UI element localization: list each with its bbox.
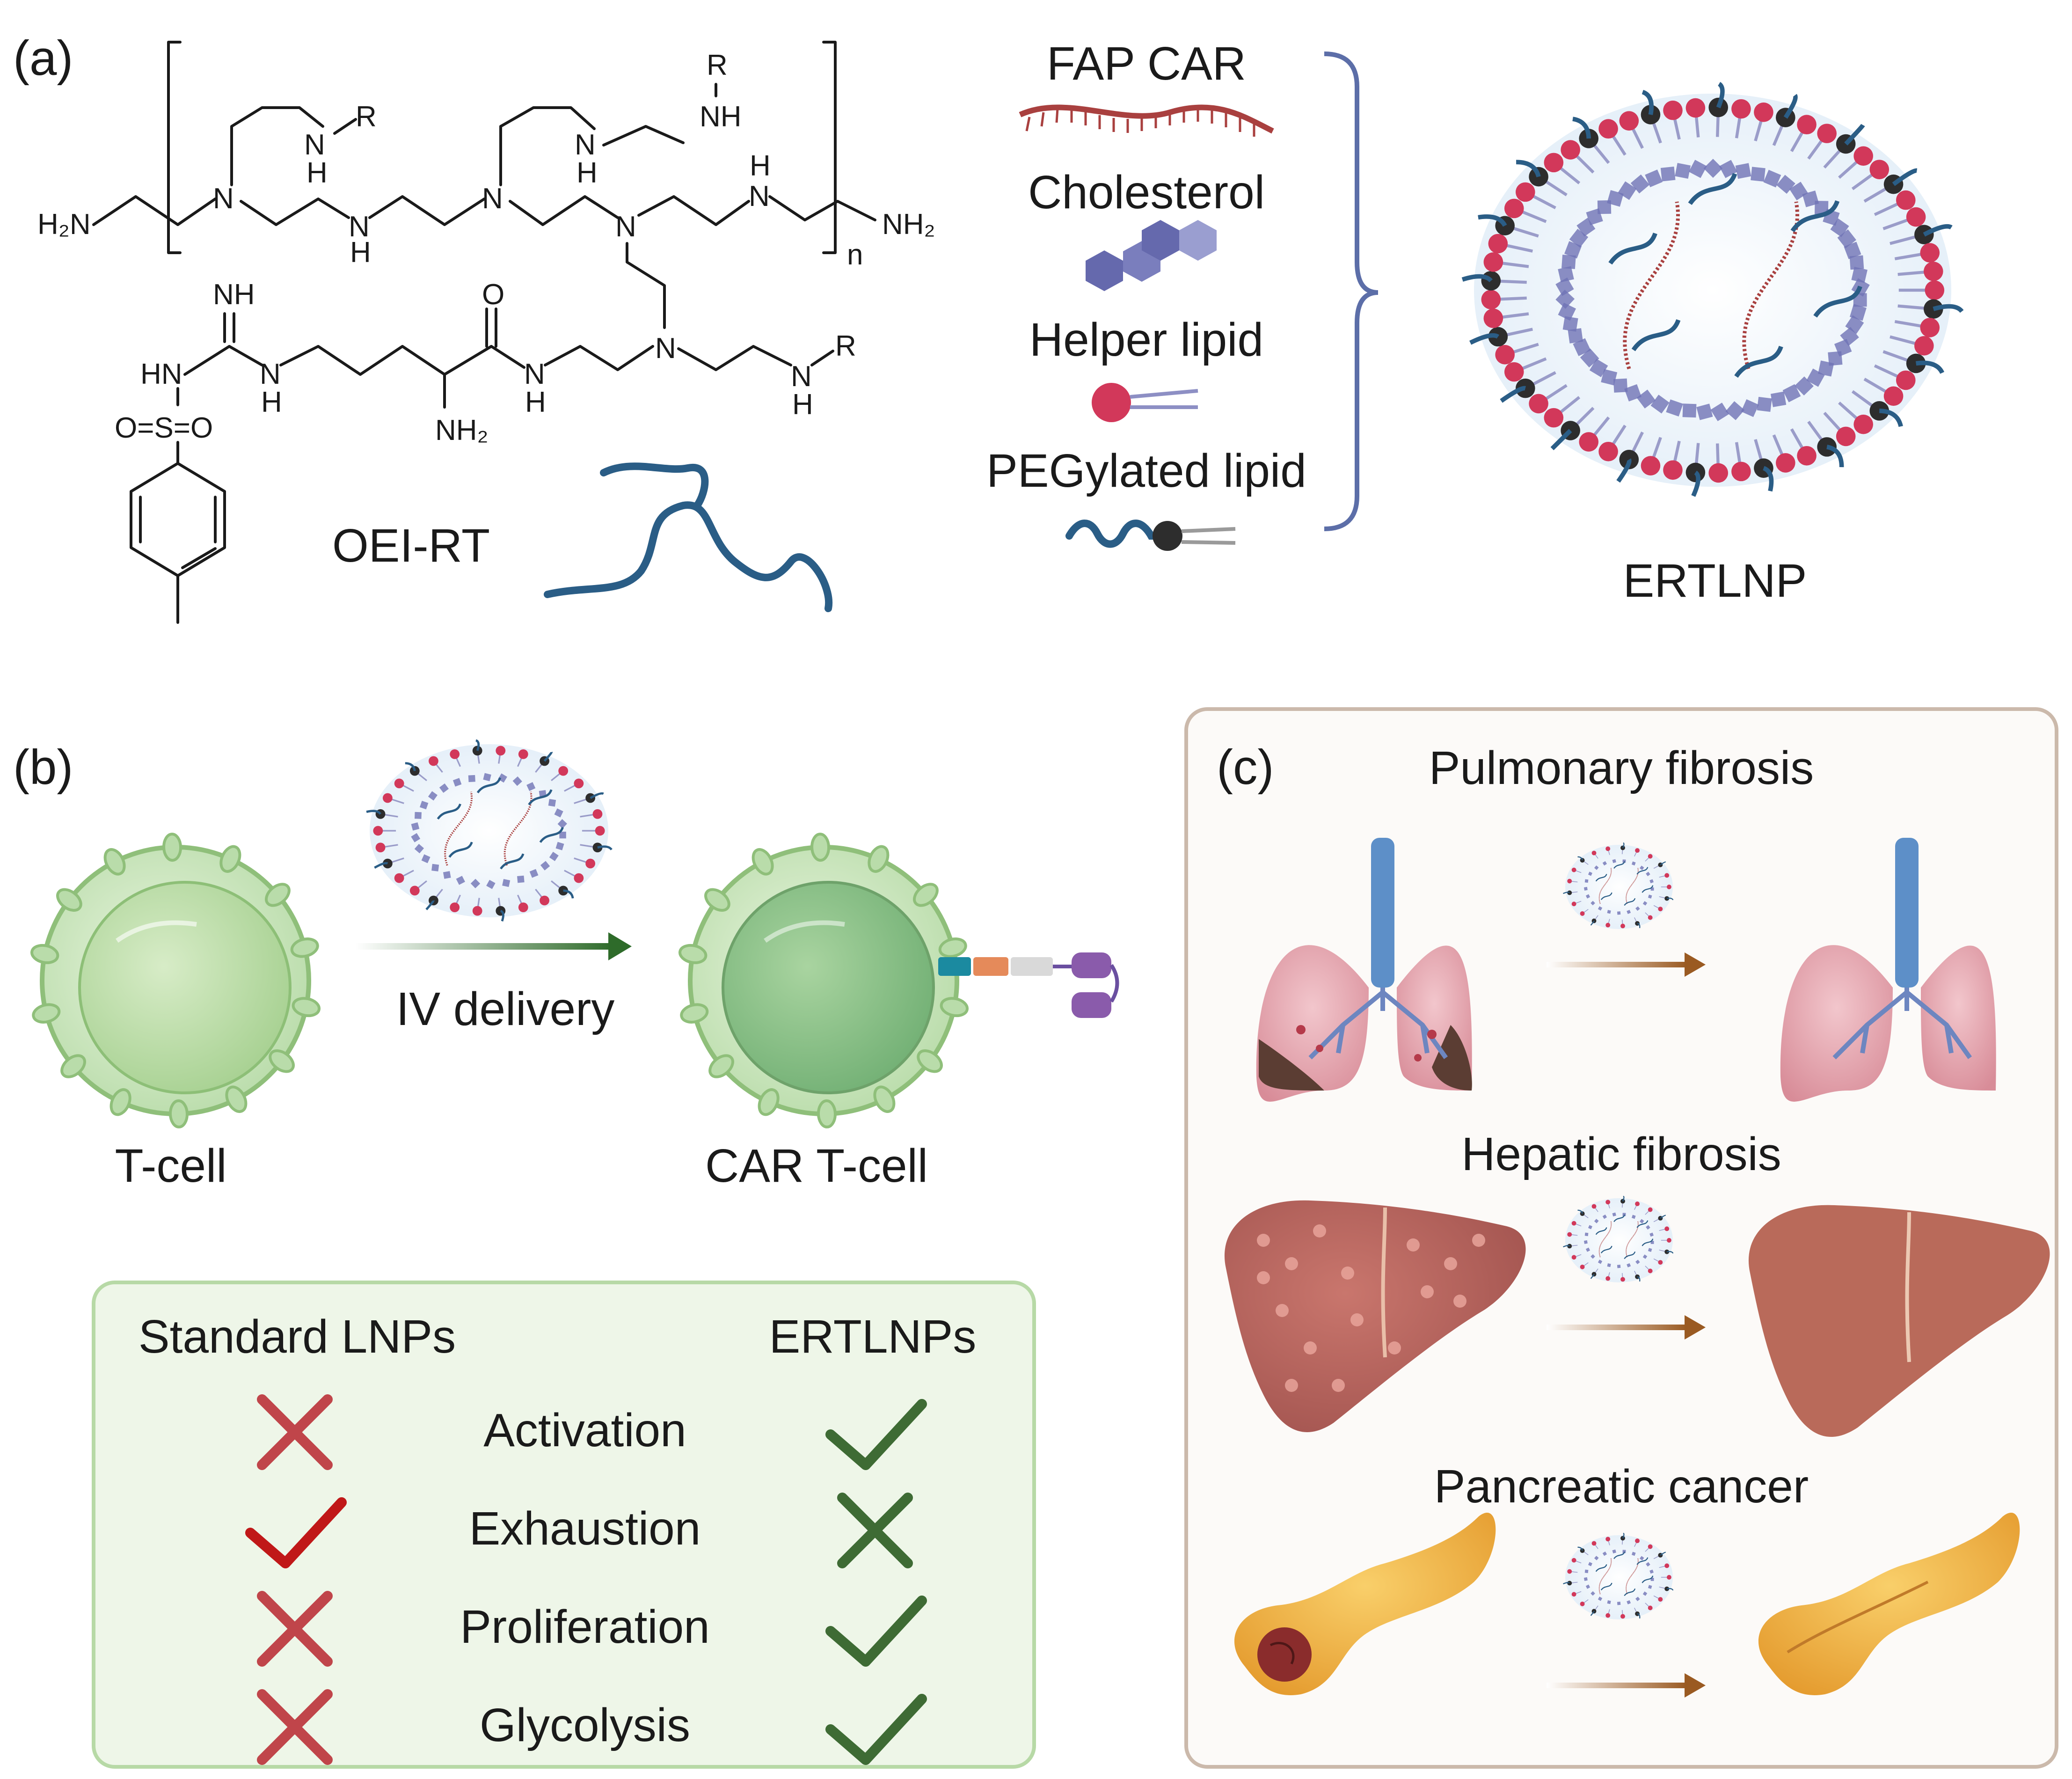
healthy-liver-icon [1748, 1205, 2050, 1437]
t-cell-label: T-cell [115, 1140, 227, 1192]
atom-n2: N [482, 183, 503, 215]
car-t-cell-icon [679, 833, 969, 1128]
oei-rt-strand-icon [544, 501, 833, 612]
disease-hepatic-label: Hepatic fibrosis [1461, 1128, 1781, 1180]
iv-delivery-label: IV delivery [396, 983, 615, 1035]
ertlnp-particle [1461, 82, 1964, 497]
panel-b-label: (b) [13, 740, 73, 795]
atom-nh-end: N [791, 360, 812, 393]
atom-h-r1: H [306, 157, 328, 189]
healthy-lungs-icon [1780, 838, 1996, 1102]
atom-h-t2: H [576, 157, 598, 189]
ertlnps-header: ERTLNPs [769, 1310, 977, 1363]
atom-h-t3: H [750, 150, 771, 182]
healthy-pancreas-icon [1758, 1513, 2020, 1695]
cross-icon [837, 1493, 913, 1568]
atom-so2: O=S=O [115, 412, 213, 444]
table-row-label: Activation [483, 1404, 686, 1457]
atom-r2: R [707, 49, 728, 81]
components-list: FAP CAR Cholesterol Helper lipid PEGylat… [986, 37, 1379, 551]
component-fap-car-label: FAP CAR [1047, 37, 1246, 90]
cross-icon [257, 1394, 333, 1470]
ertlnp-small-icon-liver [1563, 1195, 1674, 1282]
iv-delivery-arrow [356, 932, 632, 960]
h2n-left: H₂N [37, 208, 91, 241]
atom-nh-b1: N [349, 211, 370, 243]
panel-a-label: (a) [13, 31, 73, 86]
cross-icon [257, 1591, 333, 1667]
table-row-label: Exhaustion [469, 1502, 701, 1555]
check-icon [245, 1497, 347, 1568]
atom-nh-r2: NH [700, 101, 742, 133]
car-receptor-icon [938, 952, 1119, 1018]
ertlnp-small-icon [366, 739, 613, 922]
treatment-arrow-lungs [1547, 952, 1706, 977]
component-helper-lipid-label: Helper lipid [1029, 314, 1263, 366]
atom-h-b1: H [350, 236, 371, 269]
disease-pancreatic-label: Pancreatic cancer [1434, 1460, 1809, 1513]
mrna-strand-icon [1019, 104, 1274, 137]
atom-nh-gu: N [260, 358, 281, 390]
oei-rt-structure: n H₂N NH₂ N N H R N H N N H NH R N N H N [37, 41, 935, 624]
oei-rt-label: OEI-RT [332, 520, 490, 572]
panel-c-label: (c) [1217, 740, 1274, 795]
atom-nh-imine: NH [213, 278, 255, 311]
cancerous-pancreas-icon [1234, 1513, 1496, 1695]
atom-n3: N [615, 211, 636, 243]
atom-o-carbonyl: O [482, 278, 504, 311]
treatment-arrow-liver [1547, 1315, 1706, 1340]
treatment-arrow-pancreas [1547, 1673, 1706, 1698]
n-subscript: n [847, 239, 863, 271]
nh2-right: NH₂ [882, 208, 935, 241]
car-t-cell-label: CAR T-cell [705, 1140, 928, 1192]
fibrotic-lungs-icon [1256, 838, 1472, 1102]
check-icon [825, 1596, 927, 1667]
ertlnp-label: ERTLNP [1623, 555, 1807, 607]
atom-nh2-alpha: NH₂ [435, 414, 489, 447]
atom-hn-left: HN [140, 358, 182, 390]
atom-nh-t3: N [749, 180, 770, 212]
ertlnp-small-icon-lungs [1563, 842, 1674, 929]
peg-lipid-icon [1065, 520, 1236, 551]
lipid-head-icon [1092, 383, 1198, 422]
check-icon [825, 1399, 927, 1470]
t-cell-icon [30, 833, 321, 1128]
table-row-label: Glycolysis [480, 1699, 690, 1751]
standard-lnps-header: Standard LNPs [139, 1310, 456, 1363]
atom-nh-r1: N [304, 129, 325, 161]
grouping-brace [1324, 51, 1379, 531]
component-pegylated-lipid-label: PEGylated lipid [986, 445, 1306, 497]
ertlnp-small-icon-pancreas [1563, 1532, 1674, 1619]
atom-h-end: H [792, 388, 813, 421]
table-row-label: Proliferation [460, 1601, 710, 1653]
hexagon-rings-icon [1086, 220, 1217, 291]
cross-icon [257, 1689, 333, 1765]
atom-h-amide: H [525, 386, 546, 418]
atom-nh-t2: N [575, 129, 596, 161]
atom-r3: R [835, 330, 856, 362]
atom-nh-amide: N [524, 358, 545, 390]
atom-r1: R [356, 101, 377, 133]
atom-n1: N [213, 183, 234, 215]
atom-n-branch: N [655, 332, 676, 365]
component-cholesterol-label: Cholesterol [1028, 166, 1265, 219]
check-icon [825, 1694, 927, 1765]
comparison-table: Standard LNPs ERTLNPs ActivationExhausti… [92, 1281, 1036, 1769]
disease-pulmonary-label: Pulmonary fibrosis [1429, 742, 1814, 794]
atom-h-gu: H [261, 386, 282, 418]
